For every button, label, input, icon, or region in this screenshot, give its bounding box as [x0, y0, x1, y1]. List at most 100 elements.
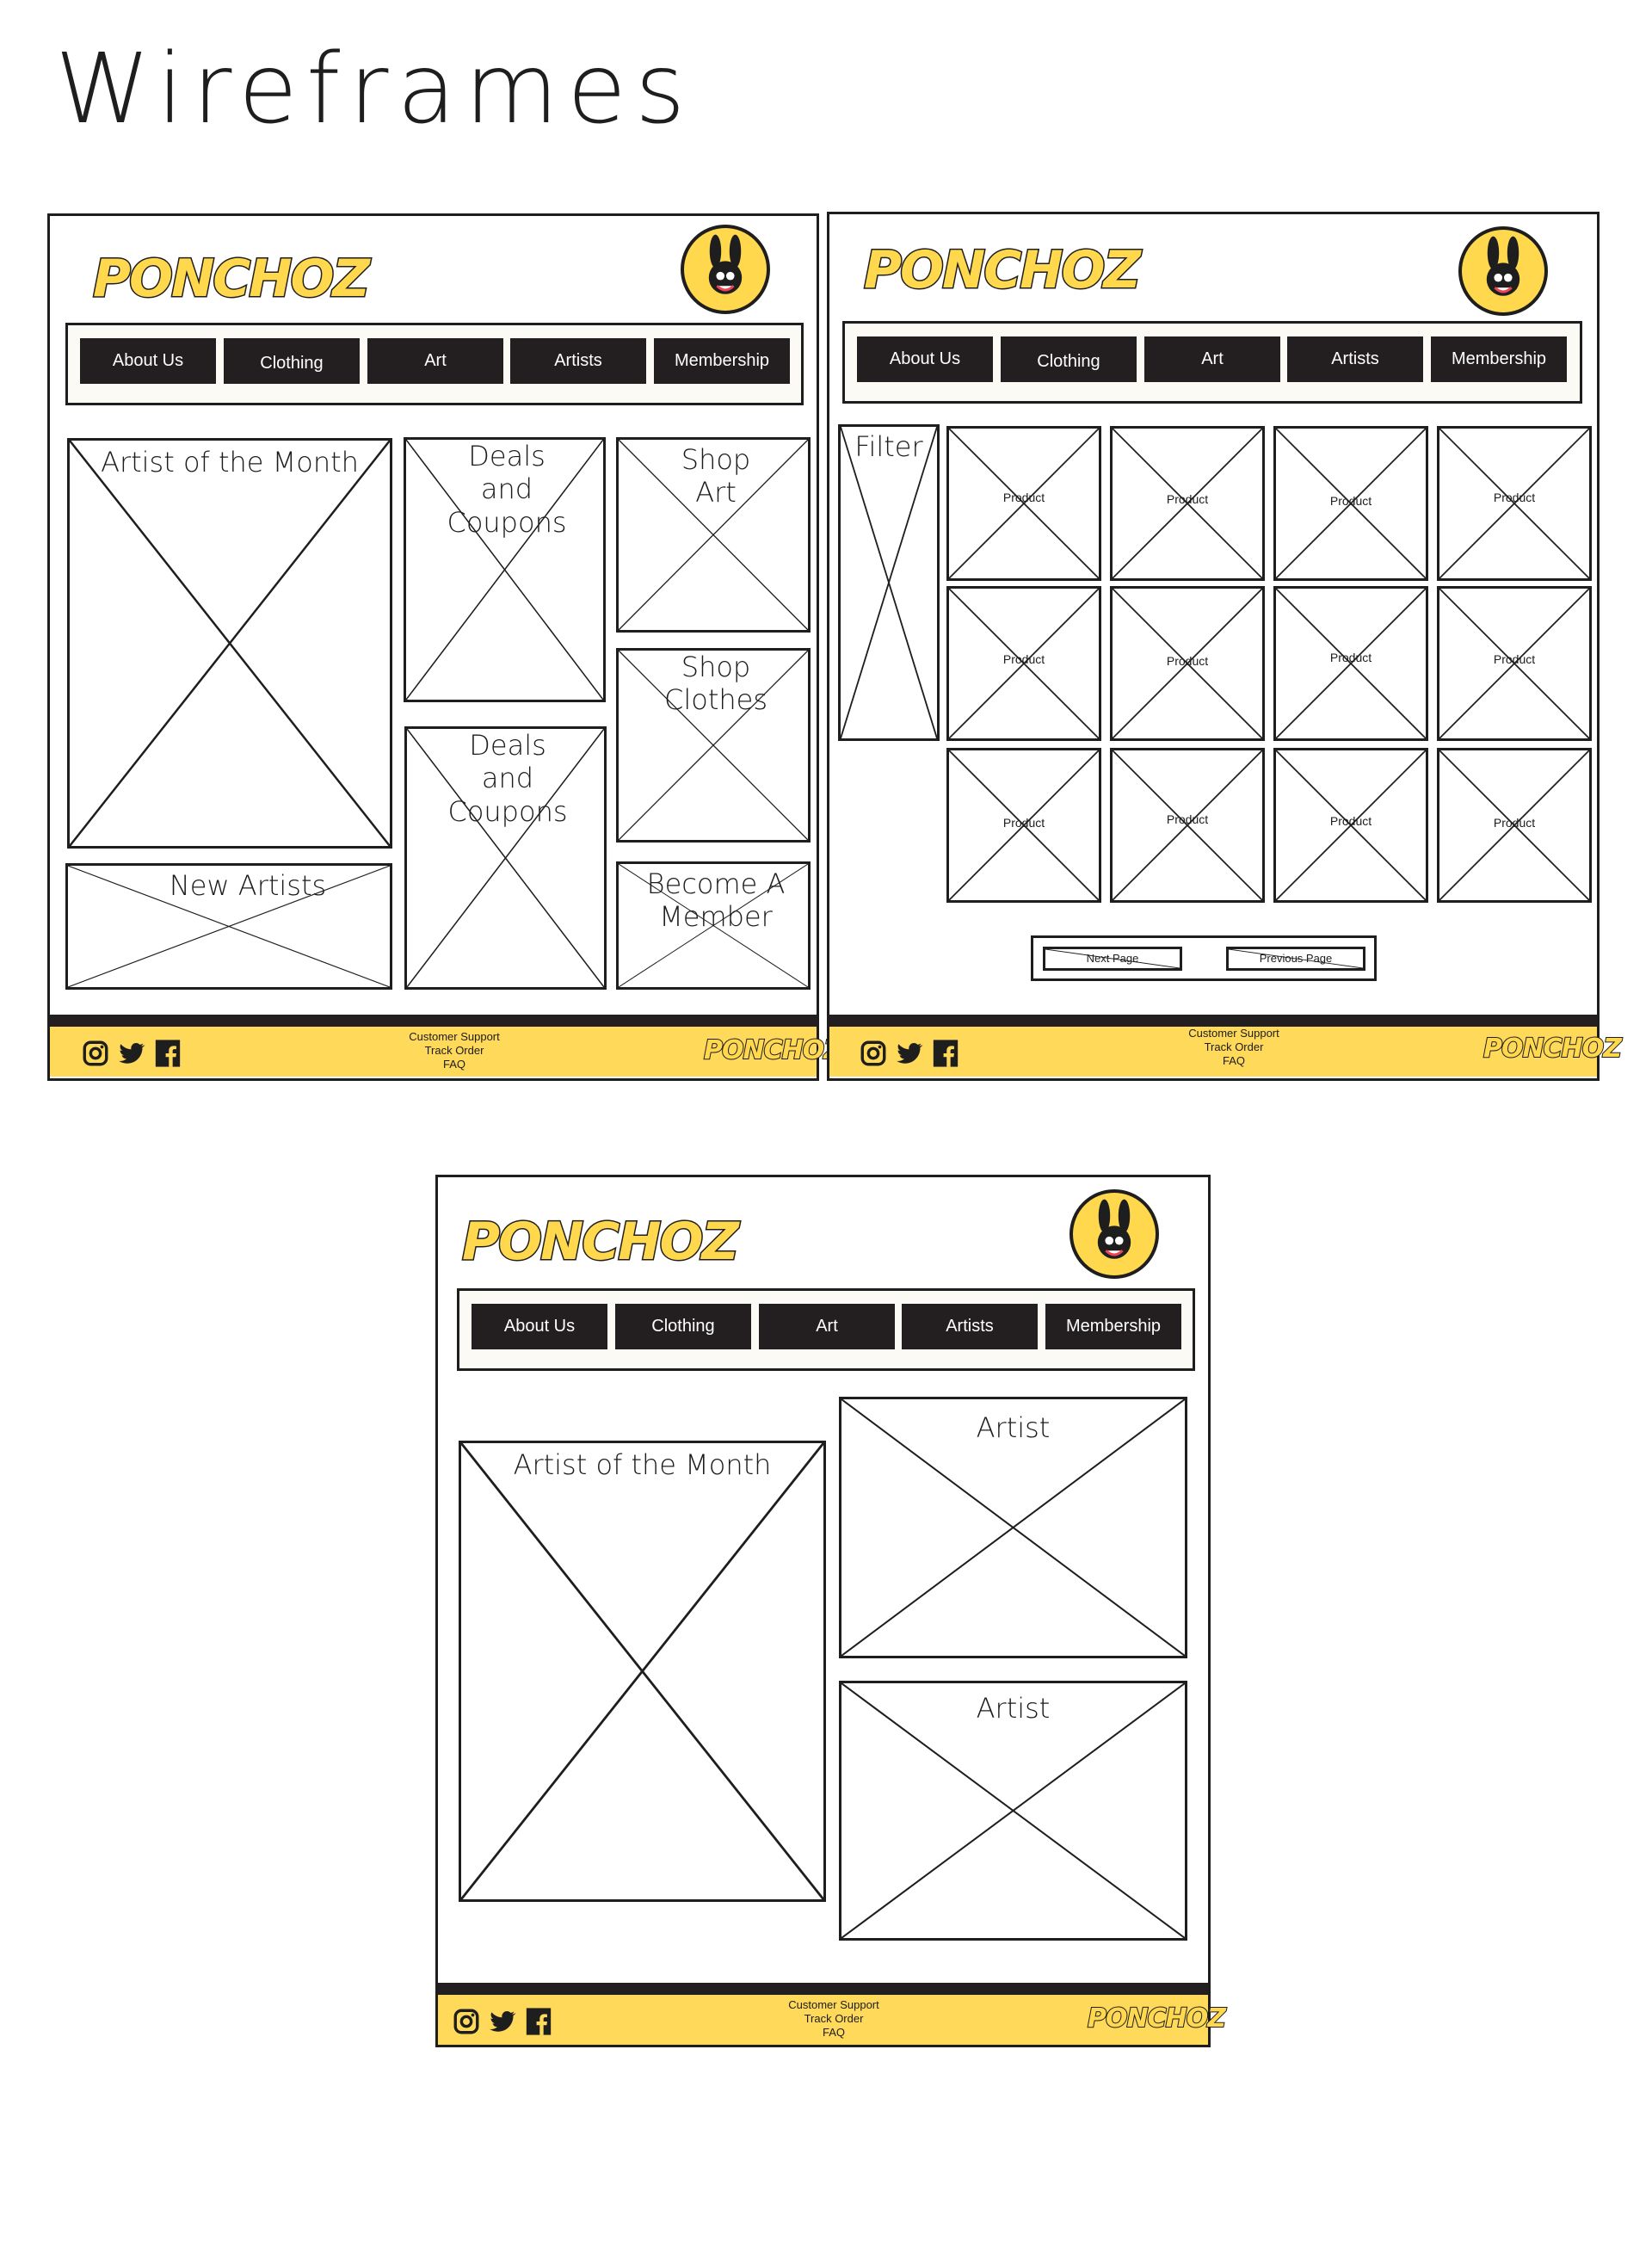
product-card[interactable]: Product	[1110, 426, 1265, 581]
deals-card-2[interactable]: Deals and Coupons	[404, 726, 607, 990]
product-card[interactable]: Product	[1437, 586, 1592, 741]
product-label: Product	[1493, 816, 1536, 830]
artist-label-2: Artist	[976, 1692, 1051, 1725]
twitter-icon[interactable]	[117, 1039, 146, 1068]
nav-about-us[interactable]: About Us	[857, 336, 993, 382]
facebook-icon[interactable]	[524, 2007, 553, 2036]
footer-link-support[interactable]: Customer Support	[788, 1998, 879, 2011]
footer-divider	[438, 1983, 1208, 1995]
nav-art[interactable]: Art	[1144, 336, 1280, 382]
product-card[interactable]: Product	[1273, 748, 1428, 903]
footer: Customer Support Track Order FAQ PONCHOZ	[438, 1995, 1227, 2045]
deals-label-2: Deals and Coupons	[447, 729, 568, 828]
shop-art-card[interactable]: Shop Art	[616, 437, 811, 633]
nav-artists[interactable]: Artists	[902, 1304, 1038, 1349]
product-card[interactable]: Product	[1437, 748, 1592, 903]
nav-about-us[interactable]: About Us	[472, 1304, 607, 1349]
product-card[interactable]: Product	[946, 426, 1101, 581]
footer-link-faq[interactable]: FAQ	[822, 2026, 845, 2039]
product-label: Product	[1166, 492, 1209, 506]
footer-links: Customer Support Track Order FAQ	[765, 1998, 903, 2040]
instagram-icon[interactable]	[859, 1039, 888, 1068]
product-label: Product	[1002, 652, 1045, 666]
brand-logo[interactable]: PONCHOZ	[461, 1211, 741, 1274]
nav-clothing[interactable]: Clothing	[1001, 336, 1137, 382]
next-page-label: Next Page	[1086, 952, 1139, 965]
mascot-icon	[681, 225, 770, 314]
footer-link-track[interactable]: Track Order	[424, 1044, 484, 1057]
nav-membership[interactable]: Membership	[654, 338, 790, 384]
footer-logo: PONCHOZ	[1482, 1033, 1623, 1065]
footer-logo: PONCHOZ	[1087, 2003, 1227, 2034]
page-title: Wireframes	[55, 34, 694, 145]
artist-card-1[interactable]: Artist	[839, 1397, 1187, 1658]
become-member-label: Become A Member	[646, 867, 786, 934]
footer-link-track[interactable]: Track Order	[1204, 1040, 1264, 1053]
mascot-icon	[1069, 1189, 1159, 1279]
previous-page-button[interactable]: Previous Page	[1226, 947, 1365, 971]
product-label: Product	[1493, 491, 1536, 504]
become-member-card[interactable]: Become A Member	[616, 861, 811, 990]
product-label: Product	[1166, 812, 1209, 826]
twitter-icon[interactable]	[488, 2007, 517, 2036]
product-card[interactable]: Product	[946, 586, 1101, 741]
deals-label-1: Deals and Coupons	[447, 440, 567, 539]
nav-bar: About Us Clothing Art Artists Membership	[842, 321, 1582, 404]
filter-label: Filter	[854, 430, 923, 463]
footer-divider	[829, 1015, 1597, 1027]
product-card[interactable]: Product	[1273, 426, 1428, 581]
pagination: Next Page Previous Page	[1031, 935, 1377, 981]
nav-membership[interactable]: Membership	[1045, 1304, 1181, 1349]
product-card[interactable]: Product	[1437, 426, 1592, 581]
artist-of-month-label: Artist of the Month	[101, 446, 359, 478]
product-card[interactable]: Product	[1273, 586, 1428, 741]
artist-of-month-card[interactable]: Artist of the Month	[67, 438, 392, 849]
twitter-icon[interactable]	[895, 1039, 924, 1068]
product-card[interactable]: Product	[1110, 748, 1265, 903]
nav-membership[interactable]: Membership	[1431, 336, 1567, 382]
brand-logo[interactable]: PONCHOZ	[92, 248, 372, 311]
footer-links: Customer Support Track Order FAQ	[1165, 1027, 1303, 1068]
shop-clothes-card[interactable]: Shop Clothes	[616, 648, 811, 843]
facebook-icon[interactable]	[153, 1039, 182, 1068]
nav-bar: About Us Clothing Art Artists Membership	[457, 1288, 1195, 1371]
facebook-icon[interactable]	[931, 1039, 960, 1068]
nav-about-us[interactable]: About Us	[80, 338, 216, 384]
nav-clothing[interactable]: Clothing	[224, 338, 360, 384]
artist-of-month-card[interactable]: Artist of the Month	[459, 1441, 826, 1902]
filter-panel[interactable]: Filter	[838, 424, 940, 741]
instagram-icon[interactable]	[81, 1039, 110, 1068]
next-page-button[interactable]: Next Page	[1043, 947, 1182, 971]
nav-clothing[interactable]: Clothing	[615, 1304, 751, 1349]
brand-logo[interactable]: PONCHOZ	[863, 239, 1143, 302]
footer-link-faq[interactable]: FAQ	[1222, 1054, 1245, 1067]
artist-of-month-label: Artist of the Month	[513, 1448, 772, 1481]
instagram-icon[interactable]	[452, 2007, 481, 2036]
footer-divider	[50, 1015, 817, 1027]
shop-clothes-label: Shop Clothes	[664, 651, 767, 717]
artist-label-1: Artist	[976, 1411, 1051, 1444]
footer: Customer Support Track Order FAQ PONCHOZ	[829, 1027, 1623, 1077]
artist-card-2[interactable]: Artist	[839, 1681, 1187, 1941]
new-artists-card[interactable]: New Artists	[65, 863, 392, 990]
wireframe-artists: PONCHOZ About Us Clothing Art Artists Me…	[435, 1175, 1227, 2047]
nav-art[interactable]: Art	[759, 1304, 895, 1349]
product-label: Product	[1329, 494, 1372, 508]
deals-card-1[interactable]: Deals and Coupons	[404, 437, 606, 702]
footer-link-support[interactable]: Customer Support	[409, 1030, 500, 1043]
new-artists-label: New Artists	[169, 869, 327, 902]
product-card[interactable]: Product	[1110, 586, 1265, 741]
wireframe-home: PONCHOZ About Us Clothing Art Artists Me…	[47, 213, 843, 1081]
wireframe-shop: PONCHOZ About Us Clothing Art Artists Me…	[827, 212, 1623, 1081]
nav-art[interactable]: Art	[367, 338, 503, 384]
footer-link-support[interactable]: Customer Support	[1188, 1027, 1279, 1040]
footer-links: Customer Support Track Order FAQ	[385, 1030, 523, 1071]
product-label: Product	[1329, 814, 1372, 828]
footer-link-faq[interactable]: FAQ	[442, 1058, 465, 1071]
product-label: Product	[1002, 491, 1045, 504]
product-card[interactable]: Product	[946, 748, 1101, 903]
footer-link-track[interactable]: Track Order	[804, 2012, 864, 2025]
footer: Customer Support Track Order FAQ PONCHOZ	[50, 1027, 843, 1077]
nav-artists[interactable]: Artists	[510, 338, 646, 384]
nav-artists[interactable]: Artists	[1287, 336, 1423, 382]
